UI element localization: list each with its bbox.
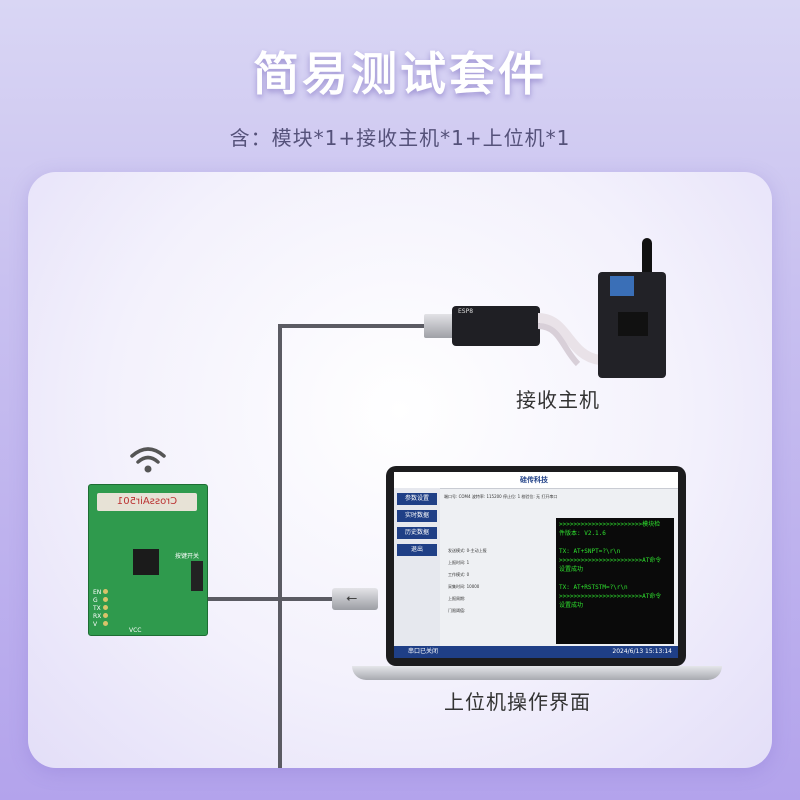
field-send-mode[interactable]: 发送模式: 0-主动上报	[448, 548, 487, 553]
usb-serial-dongle: ESP8	[452, 306, 540, 346]
settings-area: 端口号: COM4 波特率: 115200 停止位: 1 校验位: 无 打开串口…	[442, 490, 676, 646]
serial-terminal: >>>>>>>>>>>>>>>>>>>>>>>模块检 件版本: V2.1.6 T…	[556, 518, 674, 644]
terminal-line: 设置成功	[559, 602, 584, 609]
vcc-label: VCC	[129, 627, 142, 634]
laptop-base	[352, 666, 722, 680]
field-report-cycle[interactable]: 上报周期:	[448, 596, 466, 601]
pin-en: EN	[93, 589, 102, 596]
sidebar-item-history[interactable]: 历史数据	[397, 527, 437, 539]
field-report-time[interactable]: 上报时间: 1	[448, 560, 470, 565]
dongle-label: ESP8	[458, 308, 474, 315]
terminal-line: TX: AT+RSTSTM=?\r\n	[559, 584, 628, 591]
port-row: 端口号: COM4 波特率: 115200 停止位: 1 校验位: 无 打开串口	[444, 494, 558, 499]
app-name: 硅传科技	[520, 476, 548, 484]
laptop-caption: 上位机操作界面	[444, 690, 591, 714]
terminal-line	[559, 538, 671, 547]
field-threshold[interactable]: 门限阈值:	[448, 608, 466, 613]
field-work-mode[interactable]: 工作模式: 0	[448, 572, 470, 577]
receiver-caption: 接收主机	[516, 388, 600, 412]
status-port: 串口已关闭	[408, 648, 439, 655]
page-title: 简易测试套件	[253, 47, 547, 101]
status-datetime: 2024/6/13 15:13:14	[612, 648, 672, 655]
laptop-screen: 硅传科技 参数设置 实时数据 历史数据 退出 端口号: COM4 波特率: 11…	[394, 472, 678, 658]
pin-v: V	[93, 621, 98, 628]
receiver-board	[598, 272, 666, 378]
wire-vertical	[278, 324, 282, 768]
terminal-line	[559, 574, 671, 583]
module-chip-label: CrossAir501	[97, 493, 197, 511]
ribbon-cable	[538, 313, 602, 367]
pin-tx: TX	[93, 605, 101, 612]
terminal-line: TX: AT+SNPT=?\r\n	[559, 548, 621, 555]
module-switch	[191, 561, 203, 591]
field-sample-time[interactable]: 采集时间: 10000	[448, 584, 480, 589]
module-ic-chip	[133, 549, 159, 575]
terminal-line: >>>>>>>>>>>>>>>>>>>>>>>AT命令	[559, 593, 662, 600]
sidebar-item-exit[interactable]: 退出	[397, 544, 437, 556]
pin-rx: RX	[93, 613, 102, 620]
app-sidebar: 参数设置 实时数据 历史数据 退出	[394, 488, 440, 646]
app-header: 硅传科技	[394, 472, 678, 489]
wire-to-receiver	[278, 324, 426, 328]
terminal-line: 设置成功	[559, 566, 584, 573]
terminal-line: >>>>>>>>>>>>>>>>>>>>>>>AT命令	[559, 557, 662, 564]
usb-icon: ⭠	[346, 590, 358, 606]
pin-g: G	[93, 597, 98, 604]
terminal-line: >>>>>>>>>>>>>>>>>>>>>>>模块检	[559, 521, 661, 528]
laptop-usb-plug: ⭠	[332, 588, 378, 610]
status-bar: 串口已关闭 2024/6/13 15:13:14	[394, 646, 678, 658]
wire-to-laptop	[206, 597, 334, 601]
receiver-usb-plug	[424, 314, 454, 338]
wireless-module-board: CrossAir501 按键开关 EN G TX RX V VCC	[88, 484, 208, 636]
wifi-icon	[130, 447, 166, 473]
page-subtitle: 含：模块*1+接收主机*1+上位机*1	[229, 126, 571, 150]
switch-label: 按键开关	[175, 553, 200, 560]
terminal-line: 件版本: V2.1.6	[559, 530, 606, 537]
receiver-antenna	[642, 238, 652, 284]
sidebar-item-realtime[interactable]: 实时数据	[397, 510, 437, 522]
sidebar-item-params[interactable]: 参数设置	[397, 493, 437, 505]
